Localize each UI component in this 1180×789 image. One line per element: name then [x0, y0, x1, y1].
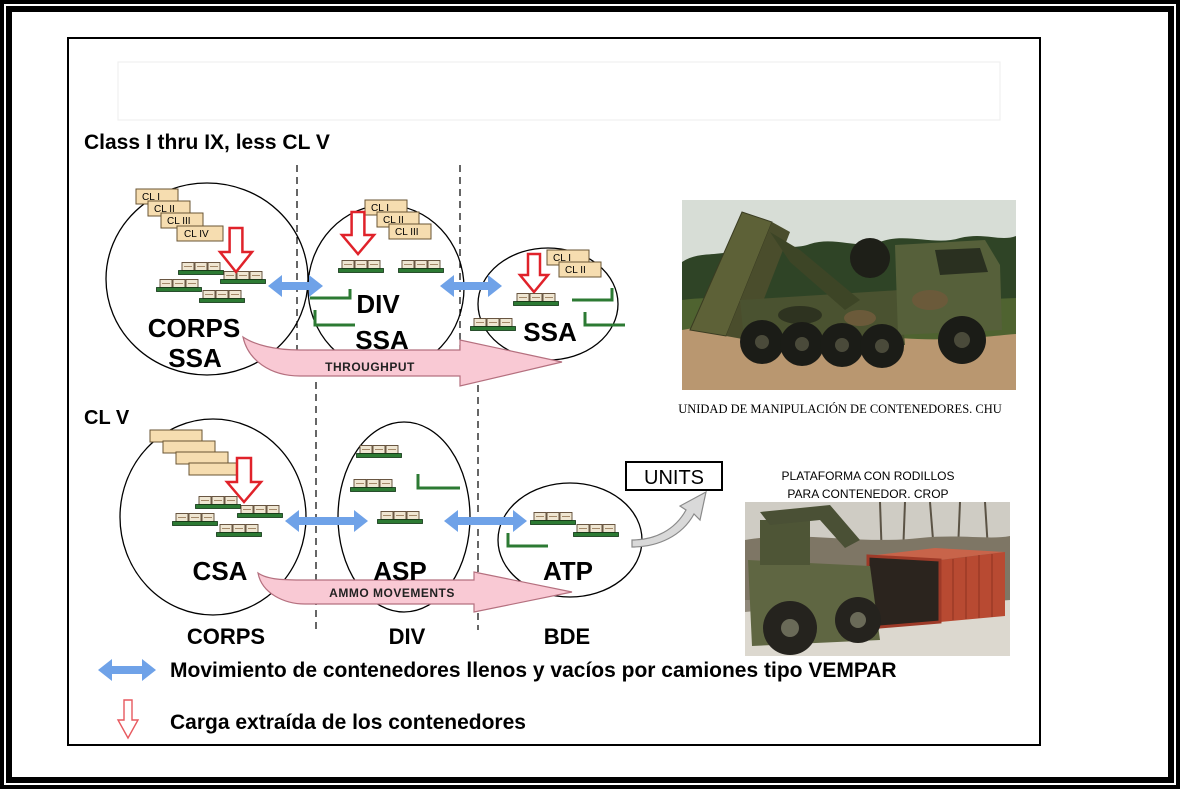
loaded-pallet-icon	[156, 279, 202, 292]
chu-truck-photo	[682, 200, 1016, 390]
ammo-box	[149, 429, 203, 443]
outer-frame-inner	[6, 6, 1174, 783]
loaded-pallet-icon	[377, 511, 423, 524]
ammo-box	[175, 451, 229, 465]
cl-box: CL II	[558, 261, 602, 278]
empty-flat-rack-icon	[313, 310, 355, 327]
cl-box-label: CL II	[565, 265, 586, 276]
loaded-pallet-icon	[530, 512, 576, 525]
throughput-arrow: THROUGHPUT	[242, 335, 563, 387]
corps-ssa-label-line2: SSA	[168, 343, 222, 373]
div-cl-stack: CL I CL II CL III	[364, 199, 432, 240]
cl-box-label: CL III	[395, 227, 419, 238]
loaded-pallet-icon	[513, 293, 559, 306]
hollow-down-arrow-icon	[116, 699, 140, 740]
ammo-movements-arrow: AMMO MOVEMENTS	[257, 571, 573, 613]
cl-box-label: CL IV	[184, 229, 209, 240]
cl-box-label: CL I	[553, 253, 571, 264]
csa-ammo-stack	[149, 429, 240, 476]
loaded-pallet-icon	[178, 262, 224, 275]
cl-box: CL IV	[176, 225, 224, 242]
unload-arrow-icon	[517, 252, 551, 294]
echelon-label-corps: CORPS	[187, 624, 265, 649]
loader-arm	[760, 505, 860, 548]
flow-arrow-icon	[257, 571, 573, 613]
cl-box-label: CL I	[371, 203, 389, 214]
to-units-arrow-icon	[631, 490, 707, 548]
cl-box-label: CL III	[167, 216, 191, 227]
crop-photo-caption-line1: PLATAFORMA CON RODILLOS	[782, 469, 955, 483]
cl-box-label: CL II	[154, 204, 175, 215]
empty-flat-rack-icon	[583, 312, 625, 327]
loaded-pallet-icon	[216, 524, 262, 537]
empty-flat-rack-icon	[416, 474, 460, 490]
cl-box-label: CL I	[142, 192, 160, 203]
legend: Movimiento de contenedores llenos y vací…	[98, 659, 897, 740]
crop-photo-caption-line2: PARA CONTENEDOR. CROP	[787, 487, 948, 501]
csa-label: CSA	[193, 556, 248, 586]
top-section-heading: Class I thru IX, less CL V	[84, 131, 330, 154]
crop-platform-photo	[745, 502, 1010, 656]
loaded-pallet-icon	[398, 260, 444, 273]
unload-arrow-icon	[217, 226, 255, 275]
throughput-label: THROUGHPUT	[325, 360, 415, 374]
loaded-pallet-icon	[199, 290, 245, 303]
loaded-pallet-icon	[172, 513, 218, 526]
echelon-label-div: DIV	[389, 624, 426, 649]
loaded-pallet-icon	[195, 496, 241, 509]
vehicle-cab	[760, 520, 810, 565]
spare-tire	[850, 238, 890, 278]
div-ssa-label-line2: SSA	[355, 325, 409, 355]
loaded-pallet-icon	[470, 318, 516, 331]
bde-cl-stack: CL I CL II	[546, 249, 602, 278]
container-side	[940, 552, 1005, 622]
div-ssa-label-line1: DIV	[356, 289, 400, 319]
units-box: UNITS	[625, 461, 723, 491]
legend-transfer-text: Movimiento de contenedores llenos y vací…	[170, 659, 897, 682]
chu-photo-caption: UNIDAD DE MANIPULACIÓN DE CONTENEDORES. …	[678, 402, 1002, 416]
legend-unload-text: Carga extraída de los contenedores	[170, 711, 526, 734]
corps-cl-stack: CL I CL II CL III CL IV	[135, 188, 224, 242]
echelon-label-bde: BDE	[544, 624, 590, 649]
loaded-pallet-icon	[573, 524, 619, 537]
flow-arrow-icon	[242, 335, 563, 387]
asp-label: ASP	[373, 556, 426, 586]
units-label: UNITS	[644, 467, 704, 489]
ammo-movements-label: AMMO MOVEMENTS	[329, 586, 455, 600]
cl-box: CL III	[388, 223, 432, 240]
blank-title-box	[117, 61, 1001, 121]
cl-box: CL II	[376, 211, 420, 228]
unload-arrow-icon	[224, 456, 264, 504]
loaded-pallet-icon	[338, 260, 384, 273]
transfer-arrow-icon	[268, 275, 323, 297]
double-headed-arrow-icon	[98, 659, 156, 681]
atp-label: ATP	[543, 556, 593, 586]
transfer-arrow-icon	[440, 275, 502, 297]
empty-flat-rack-icon	[506, 533, 548, 548]
ammo-box	[188, 462, 240, 476]
empty-flat-rack-icon	[572, 288, 614, 302]
empty-flat-rack-icon	[310, 289, 352, 300]
unload-arrow-icon	[339, 210, 377, 256]
bde-ssa-label: SSA	[523, 317, 577, 347]
loaded-pallet-icon	[237, 505, 283, 518]
cl-box-label: CL II	[383, 215, 404, 226]
crane-arm	[770, 232, 860, 310]
loaded-pallet-icon	[356, 445, 402, 458]
loaded-pallet-icon	[220, 271, 266, 284]
loaded-pallet-icon	[350, 479, 396, 492]
transfer-arrow-icon	[444, 510, 527, 532]
ammo-box	[162, 440, 216, 454]
bottom-section-heading: CL V	[84, 407, 130, 429]
corps-ssa-label-line1: CORPS	[148, 313, 240, 343]
transfer-arrow-icon	[285, 510, 368, 532]
